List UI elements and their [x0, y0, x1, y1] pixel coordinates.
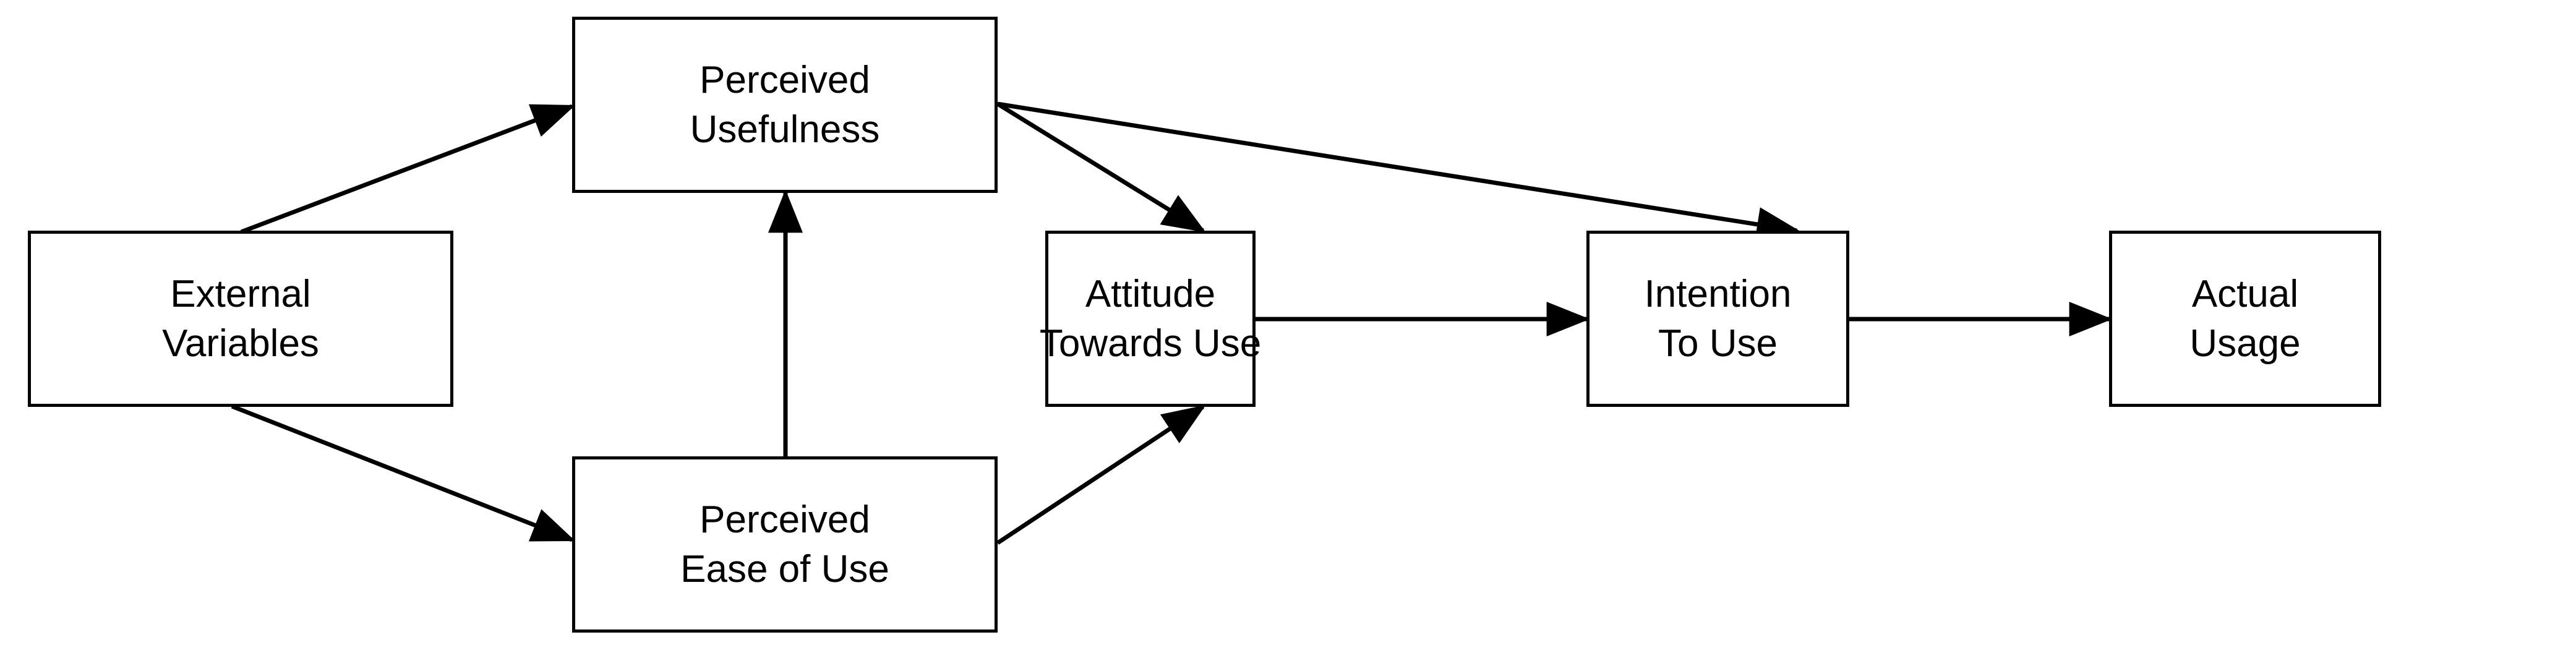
edge-ev-to-peou	[231, 404, 576, 542]
node-external-variables[interactable]: External Variables	[28, 231, 453, 407]
node-actual-usage[interactable]: Actual Usage	[2109, 231, 2381, 407]
node-label-line2: Variables	[162, 322, 319, 365]
edge-pu-to-intention	[997, 101, 1800, 242]
node-perceived-usefulness[interactable]: Perceived Usefulness	[572, 17, 998, 193]
node-perceived-ease-of-use[interactable]: Perceived Ease of Use	[572, 456, 998, 633]
node-label-line1: Perceived	[700, 498, 870, 542]
edge-pu-to-attitude	[996, 102, 1206, 233]
node-label-line1: External	[170, 273, 311, 316]
node-label-line1: Perceived	[700, 59, 870, 102]
node-label-line2: Ease of Use	[680, 547, 889, 591]
edge-peou-to-attitude	[996, 404, 1206, 545]
edge-ev-to-pu	[240, 104, 576, 234]
node-label-line2: Usefulness	[690, 108, 880, 151]
node-label-line2: Towards Use	[1039, 322, 1262, 365]
node-label-line2: Usage	[2189, 322, 2301, 365]
node-label-line1: Actual	[2191, 273, 2299, 316]
node-label-line2: To Use	[1658, 322, 1778, 365]
node-attitude-towards-use[interactable]: Attitude Towards Use	[1040, 231, 1261, 407]
node-label-line1: Attitude	[1085, 273, 1216, 316]
node-label-line1: Intention	[1644, 273, 1792, 316]
node-intention-to-use[interactable]: Intention To Use	[1586, 231, 1849, 407]
